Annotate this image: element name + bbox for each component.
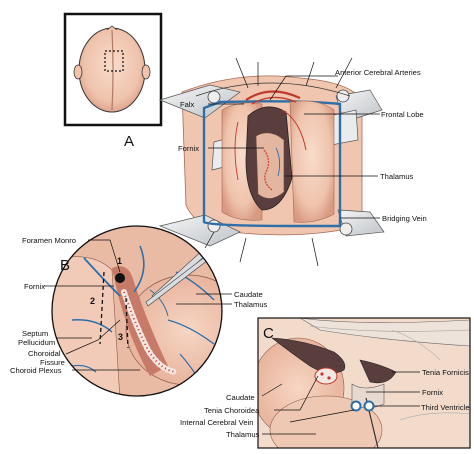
label-thalamus-b: Thalamus — [234, 300, 268, 309]
label-pellucidum: Pellucidum — [18, 338, 55, 347]
label-caudate-c: Caudate — [226, 393, 255, 402]
label-tenia-fornicis: Tenia Fornicis — [422, 368, 469, 377]
label-thalamus-a: Thalamus — [380, 172, 414, 181]
panel-b-leaders — [44, 239, 232, 371]
label-frontal-lobe: Frontal Lobe — [381, 110, 424, 119]
label-anterior-cerebral-arteries: Anterior Cerebral Arteries — [335, 68, 421, 77]
label-falx: Falx — [180, 100, 195, 109]
label-fornix-b: Fornix — [24, 282, 45, 291]
label-third-ventricle: Third Ventricle — [421, 403, 470, 412]
label-caudate-b: Caudate — [234, 290, 263, 299]
label-septum: Septum — [22, 329, 48, 338]
label-choroidal: Choroidal — [28, 349, 61, 358]
coronal-section-c — [257, 317, 471, 449]
panel-label-b: B — [60, 257, 70, 274]
surgical-field-a — [158, 57, 385, 267]
marker-2: 2 — [90, 296, 95, 306]
label-choroid-plexus: Choroid Plexus — [10, 366, 62, 375]
label-thalamus-c: Thalamus — [226, 430, 260, 439]
label-bridging-vein: Bridging Vein — [382, 214, 427, 223]
magnified-view-b — [51, 225, 223, 397]
panel-label-a: A — [124, 133, 134, 150]
marker-1: 1 — [117, 256, 122, 266]
panel-label-c: C — [263, 325, 274, 342]
panel-a-leaders — [208, 75, 380, 219]
label-fornix-c: Fornix — [422, 388, 443, 397]
label-foramen-monro: Foramen Monro — [22, 236, 76, 245]
orientation-inset — [63, 12, 163, 127]
label-tenia-choroidea: Tenia Choroidea — [204, 406, 260, 415]
panel-c-leaders — [261, 371, 420, 435]
marker-3: 3 — [118, 332, 123, 342]
label-fornix-a: Fornix — [178, 144, 199, 153]
label-fissure: Fissure — [40, 358, 65, 367]
label-internal-cerebral-vein: Internal Cerebral Vein — [180, 418, 253, 427]
